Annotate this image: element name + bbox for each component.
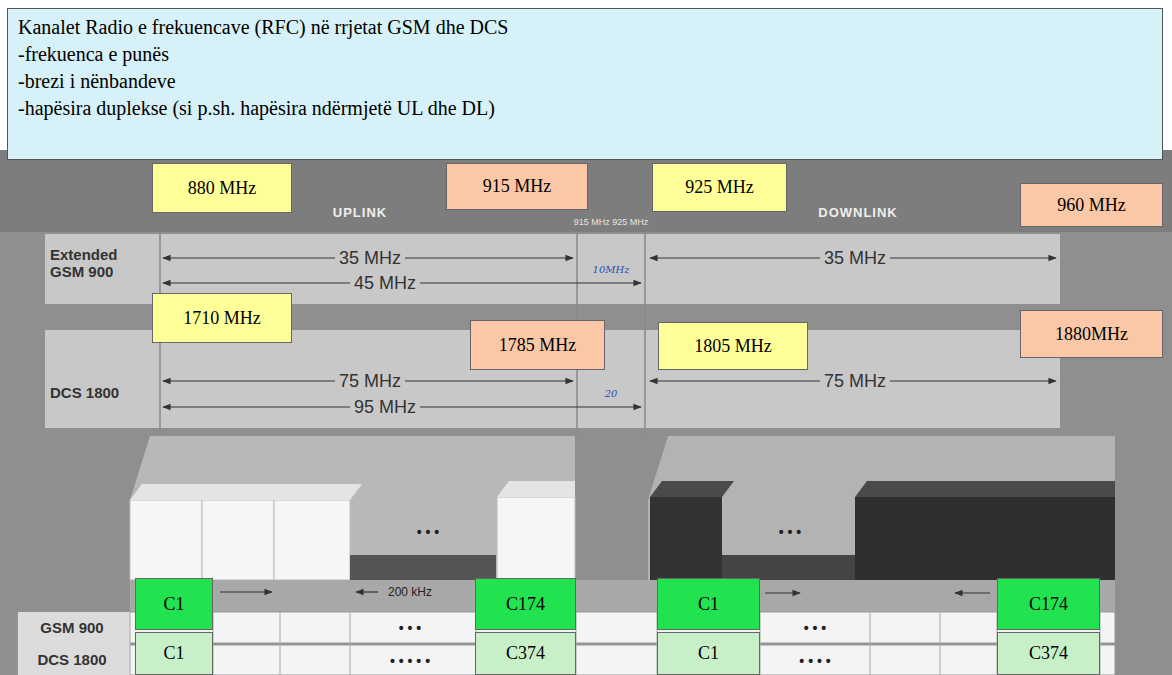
bandwidth-label: 35 MHz [335, 248, 405, 269]
box-text: -brezi i nënbandeve [18, 68, 176, 95]
channel-box: C1 [135, 632, 213, 675]
box-text: C374 [506, 643, 545, 664]
frequency-box: 1880MHz [1020, 310, 1163, 358]
box-text: 915 MHz [483, 176, 552, 197]
frequency-note: 915 MHz 925 MHz [574, 217, 649, 227]
box-text: C374 [1029, 643, 1068, 664]
ellipsis: • • • [417, 524, 439, 540]
band-heading: DOWNLINK [818, 206, 898, 221]
frequency-box: 915 MHz [446, 163, 588, 210]
box-text: C1 [163, 594, 184, 615]
box-text: -hapësira duplekse (si p.sh. hapësira nd… [18, 95, 495, 122]
ellipsis: • • • • • [390, 653, 430, 669]
box-text: 960 MHz [1057, 195, 1126, 216]
box-text: C174 [1029, 594, 1068, 615]
box-text: 1880MHz [1055, 324, 1128, 345]
box-text: 1785 MHz [499, 335, 577, 356]
channel-box: C374 [475, 632, 576, 675]
title-text: Kanalet Radio e frekuencave (RFC) në rrj… [18, 14, 508, 41]
box-text: C1 [163, 643, 184, 664]
handwritten-note: 20 [605, 388, 618, 400]
box-text: 1710 MHz [183, 308, 261, 329]
row-name: GSM 900 [40, 619, 103, 636]
box-text: -frekuenca e punës [18, 41, 169, 68]
title-box: Kanalet Radio e frekuencave (RFC) në rrj… [7, 8, 1163, 160]
bandwidth-label: 95 MHz [350, 397, 420, 418]
bandwidth-label: 45 MHz [350, 273, 420, 294]
frequency-box: 1785 MHz [470, 320, 605, 370]
ellipsis: • • • • [799, 653, 830, 669]
ellipsis: • • • [804, 620, 826, 636]
box-text: C1 [698, 643, 719, 664]
channel-box: C1 [657, 632, 760, 675]
channel-box: C174 [997, 578, 1100, 630]
box-text: 880 MHz [188, 178, 257, 199]
box-text: 925 MHz [685, 177, 754, 198]
channel-box: C374 [997, 632, 1100, 675]
band-name: DCS 1800 [50, 384, 142, 401]
band-name: Extended GSM 900 [50, 246, 142, 281]
frequency-box: 1710 MHz [152, 293, 292, 343]
channel-box: C174 [475, 578, 576, 630]
bandwidth-label: 75 MHz [335, 371, 405, 392]
frequency-box: 960 MHz [1020, 183, 1163, 227]
ellipsis: • • • [779, 524, 801, 540]
frequency-box: 925 MHz [652, 163, 787, 212]
band-heading: UPLINK [333, 206, 387, 221]
box-text: 1805 MHz [694, 336, 772, 357]
channel-box: C1 [657, 578, 760, 630]
ellipsis: • • • [399, 620, 421, 636]
box-text: C1 [698, 594, 719, 615]
channel-width: 200 kHz [385, 586, 435, 600]
channel-box: C1 [135, 578, 213, 630]
handwritten-note: 10MHz [593, 264, 630, 276]
bandwidth-label: 75 MHz [820, 371, 890, 392]
frequency-box: 1805 MHz [658, 322, 808, 370]
frequency-box: 880 MHz [152, 163, 292, 213]
bandwidth-label: 35 MHz [820, 248, 890, 269]
row-name: DCS 1800 [37, 651, 106, 668]
box-text: C174 [506, 594, 545, 615]
